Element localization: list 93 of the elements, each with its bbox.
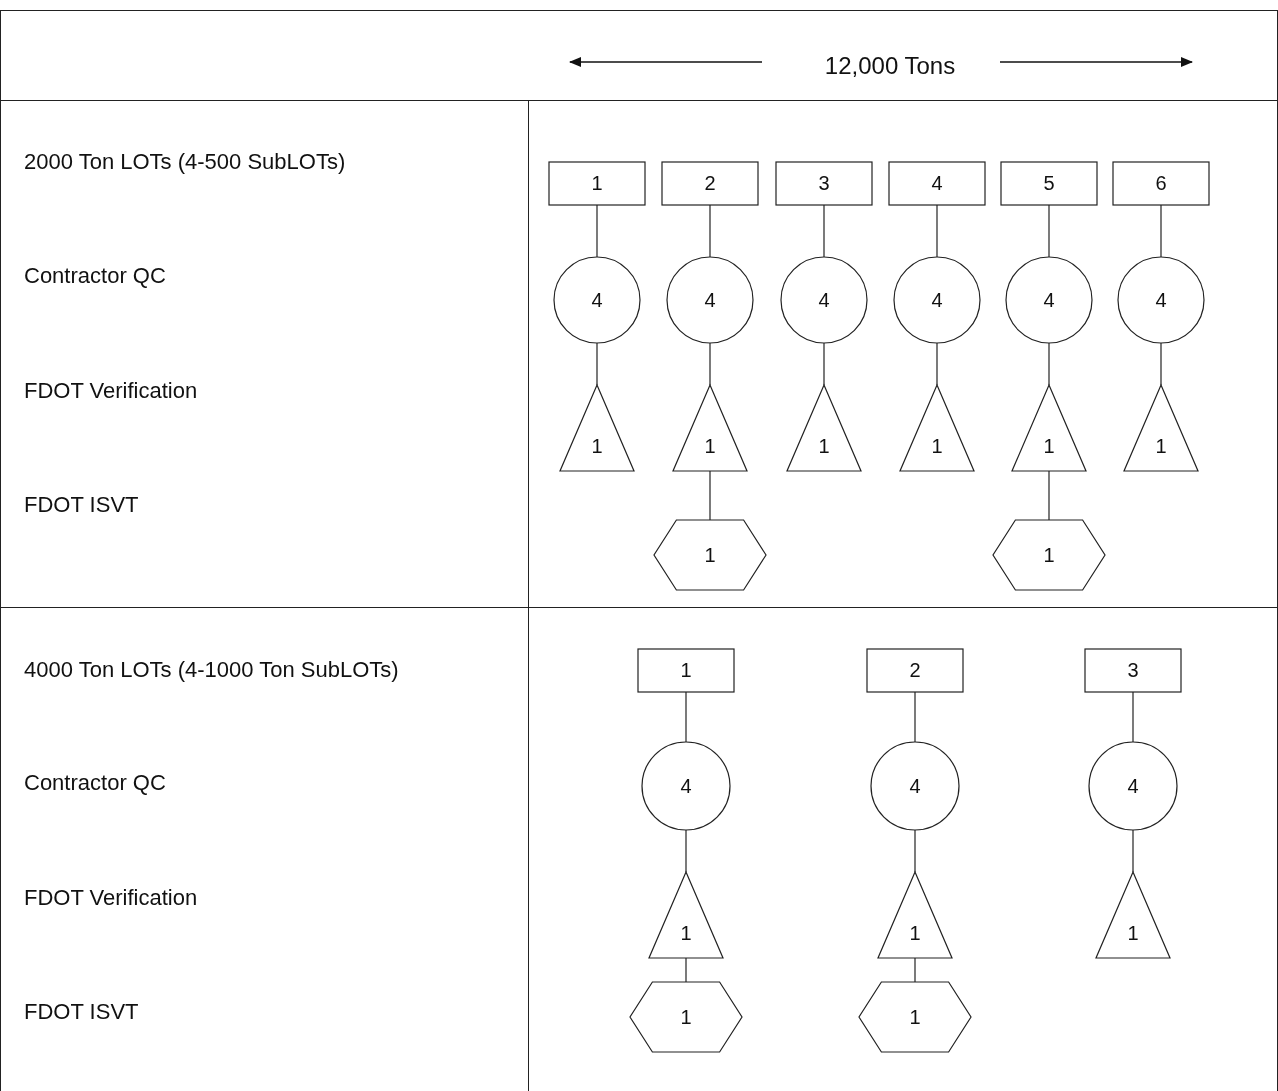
connector-line — [1160, 342, 1162, 386]
lot-box — [1085, 649, 1181, 692]
row-label: FDOT ISVT — [24, 492, 139, 518]
node-number: 1 — [704, 434, 716, 458]
lot-box — [1113, 162, 1209, 205]
qc-circle — [781, 257, 867, 343]
node-number: 1 — [680, 659, 692, 682]
row-label: FDOT ISVT — [24, 999, 139, 1025]
node-number: 4 — [931, 288, 943, 312]
lot-box — [889, 162, 985, 205]
node-number: 1 — [931, 434, 943, 458]
connector-line — [1048, 204, 1050, 258]
lot-box — [662, 162, 758, 205]
node-number: 4 — [680, 774, 692, 798]
node-number: 1 — [591, 434, 603, 458]
node-number: 1 — [680, 1005, 692, 1029]
node-number: 1 — [1155, 434, 1167, 458]
row-label: FDOT Verification — [24, 378, 198, 404]
connector-line — [823, 342, 825, 386]
node-number: 1 — [909, 1005, 921, 1029]
lot-box — [776, 162, 872, 205]
connector-line — [823, 204, 825, 258]
row-label: FDOT Verification — [24, 885, 198, 911]
node-number: 4 — [591, 288, 603, 312]
qc-circle — [1006, 257, 1092, 343]
isvt-hexagon — [654, 520, 766, 590]
node-number: 1 — [591, 172, 603, 195]
lot-box — [549, 162, 645, 205]
row-label: 2000 Ton LOTs (4-500 SubLOTs) — [24, 149, 346, 175]
connector-line — [936, 342, 938, 386]
node-number: 1 — [1043, 434, 1055, 458]
verification-triangle — [673, 385, 747, 471]
connector-line — [914, 957, 916, 983]
row-label: 4000 Ton LOTs (4-1000 Ton SubLOTs) — [24, 657, 399, 683]
qc-circle — [1118, 257, 1204, 343]
row-label: Contractor QC — [24, 770, 166, 796]
qc-circle — [871, 742, 959, 830]
connector-line — [596, 342, 598, 386]
node-number: 5 — [1043, 172, 1055, 195]
node-number: 4 — [1155, 288, 1167, 312]
qc-circle — [894, 257, 980, 343]
verification-triangle — [649, 872, 723, 958]
node-number: 1 — [818, 434, 830, 458]
row-label: Contractor QC — [24, 263, 166, 289]
connector-line — [1048, 342, 1050, 386]
connector-line — [914, 691, 916, 743]
connector-line — [709, 470, 711, 521]
node-number: 3 — [818, 172, 830, 195]
connector-line — [685, 691, 687, 743]
connector-line — [1048, 470, 1050, 521]
connector-line — [914, 829, 916, 873]
isvt-hexagon — [859, 982, 971, 1052]
node-number: 6 — [1155, 172, 1167, 195]
node-number: 4 — [1127, 774, 1139, 798]
connector-line — [1132, 829, 1134, 873]
verification-triangle — [560, 385, 634, 471]
connector-line — [685, 957, 687, 983]
qc-circle — [554, 257, 640, 343]
node-number: 2 — [704, 172, 716, 195]
lot-box — [638, 649, 734, 692]
verification-triangle — [1012, 385, 1086, 471]
connector-line — [1132, 691, 1134, 743]
qc-circle — [642, 742, 730, 830]
lot-box — [867, 649, 963, 692]
node-number: 4 — [818, 288, 830, 312]
node-number: 1 — [680, 921, 692, 945]
node-number: 3 — [1127, 659, 1139, 682]
node-number: 4 — [931, 172, 943, 195]
connector-line — [936, 204, 938, 258]
isvt-hexagon — [630, 982, 742, 1052]
dimension-label: 12,000 Tons — [823, 52, 957, 80]
node-number: 1 — [704, 543, 716, 567]
node-number: 1 — [1127, 921, 1139, 945]
verification-triangle — [1124, 385, 1198, 471]
node-number: 4 — [1043, 288, 1055, 312]
connector-line — [709, 204, 711, 258]
verification-triangle — [787, 385, 861, 471]
node-number: 2 — [909, 659, 921, 682]
verification-triangle — [878, 872, 952, 958]
connector-line — [709, 342, 711, 386]
connector-line — [596, 204, 598, 258]
node-number: 1 — [909, 921, 921, 945]
verification-triangle — [900, 385, 974, 471]
node-number: 4 — [704, 288, 716, 312]
isvt-hexagon — [993, 520, 1105, 590]
qc-circle — [667, 257, 753, 343]
node-number: 4 — [909, 774, 921, 798]
lot-box — [1001, 162, 1097, 205]
qc-circle — [1089, 742, 1177, 830]
connector-line — [685, 829, 687, 873]
verification-triangle — [1096, 872, 1170, 958]
node-number: 1 — [1043, 543, 1055, 567]
connector-line — [1160, 204, 1162, 258]
